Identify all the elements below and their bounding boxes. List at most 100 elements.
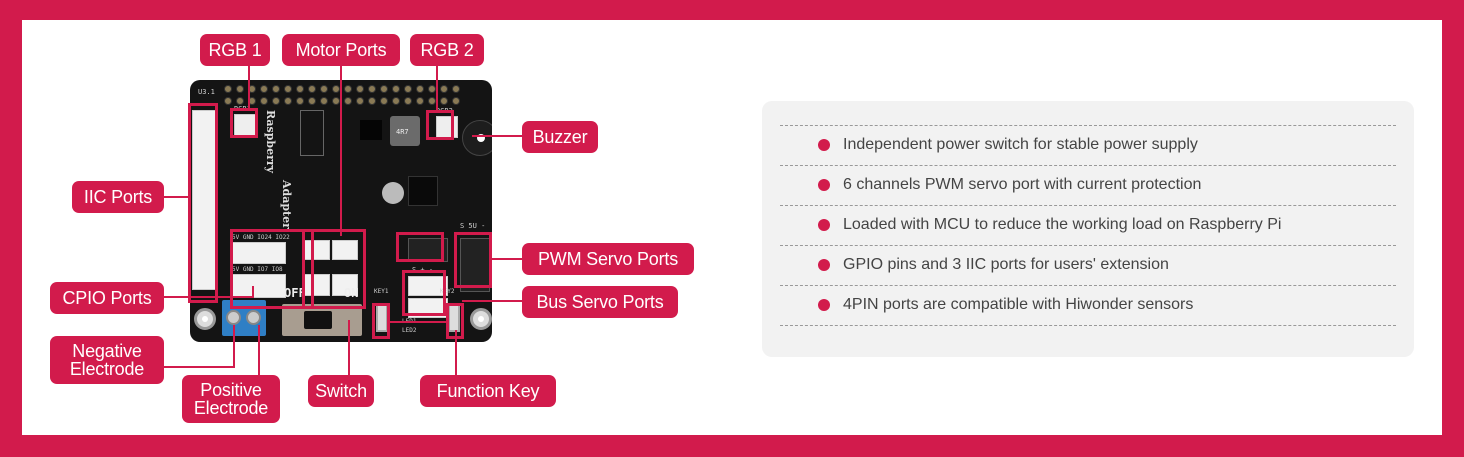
feature-item: Loaded with MCU to reduce the working lo… [818, 214, 1281, 236]
uart-header [300, 110, 324, 156]
gpio-pin [428, 97, 436, 105]
feature-text: Independent power switch for stable powe… [843, 136, 1198, 153]
iic-highlight [188, 103, 218, 303]
gpio-pin [452, 85, 460, 93]
gpio-pin [416, 85, 424, 93]
feature-item: 6 channels PWM servo port with current p… [818, 174, 1201, 196]
gpio-pin [296, 97, 304, 105]
gpio-pin [440, 97, 448, 105]
gpio-pin [260, 97, 268, 105]
rgb1-highlight [230, 108, 258, 138]
servo-header-silk: S 5U - [460, 222, 486, 230]
bullet-icon [818, 219, 830, 231]
callout-positive-line2: Electrode [193, 398, 269, 418]
led2-silk: LED2 [402, 327, 417, 334]
bus-servo-connector-1 [408, 276, 448, 296]
gpio-pin [392, 97, 400, 105]
gpio-pin [236, 97, 244, 105]
callout-pwm-servo-ports: PWM Servo Ports [522, 243, 694, 275]
gpio-pin [380, 97, 388, 105]
gpio-pin [368, 97, 376, 105]
gpio-pin [308, 85, 316, 93]
bullet-icon [818, 259, 830, 271]
callout-function-key: Function Key [420, 375, 556, 407]
divider [780, 245, 1396, 246]
iic-connector-strip [192, 110, 218, 290]
callout-negative-line1: Negative [72, 341, 142, 361]
gpio-pin [344, 97, 352, 105]
board-title-line2: Adapter [280, 180, 293, 229]
motor-connector-m4 [332, 274, 358, 296]
gpio-pin [332, 85, 340, 93]
gpio-pin [392, 85, 400, 93]
key1-silk: KEY1 [374, 288, 389, 295]
callout-positive-line1: Positive [200, 380, 262, 400]
divider [780, 165, 1396, 166]
rgb2-highlight [426, 110, 454, 140]
pwm-highlight-a [396, 232, 444, 262]
callout-negative-line2: Electrode [69, 359, 145, 379]
switch-off-silk: OFF [284, 286, 306, 300]
callout-switch: Switch [308, 375, 374, 407]
board-title-line1: Raspberry [264, 110, 277, 174]
callout-buzzer: Buzzer [522, 121, 598, 153]
switch-on-silk: ON [344, 286, 359, 300]
gpio-pin [404, 97, 412, 105]
gpio-pin [224, 97, 232, 105]
inductor [390, 116, 420, 146]
gpio-pin [308, 97, 316, 105]
mcu-chip [408, 176, 438, 206]
gpio-pin [284, 97, 292, 105]
gpio-pin [260, 85, 268, 93]
feature-text: 4PIN ports are compatible with Hiwonder … [843, 296, 1194, 313]
feature-text: GPIO pins and 3 IIC ports for users' ext… [843, 256, 1169, 273]
gpio-highlight [230, 229, 314, 309]
bus-highlight [402, 270, 446, 316]
motor-connector-m2 [332, 240, 358, 260]
key2-silk: KEY2 [440, 288, 455, 295]
motor-highlight [302, 229, 366, 309]
buzzer [462, 120, 492, 156]
divider [780, 285, 1396, 286]
mounting-hole-left [194, 308, 216, 330]
gpio-pin [356, 85, 364, 93]
gpio-row1-silk: 5V GND IO24 IO22 [232, 234, 290, 241]
gpio-pin [428, 85, 436, 93]
inductor-label: 4R7 [396, 128, 409, 136]
gpio-pin [284, 85, 292, 93]
callout-negative-electrode: Negative Electrode [50, 336, 164, 384]
gpio-pin [224, 85, 232, 93]
feature-text: Loaded with MCU to reduce the working lo… [843, 216, 1282, 233]
gpio-pin [368, 85, 376, 93]
feature-item: GPIO pins and 3 IIC ports for users' ext… [818, 254, 1169, 276]
gpio-pin [356, 97, 364, 105]
feature-item: Independent power switch for stable powe… [818, 134, 1198, 156]
diagram-canvas: U3.1 RGB1 Raspberry Adapter 4R7 RGB2 5V … [22, 20, 1442, 435]
bullet-icon [818, 299, 830, 311]
gpio-pin [380, 85, 388, 93]
gpio-pin [440, 85, 448, 93]
callout-gpio-ports: CPIO Ports [50, 282, 164, 314]
callout-rgb2: RGB 2 [410, 34, 484, 66]
callout-bus-servo-ports: Bus Servo Ports [522, 286, 678, 318]
divider [780, 125, 1396, 126]
gpio-header [224, 85, 464, 109]
gpio-pin [296, 85, 304, 93]
gpio-pin [236, 85, 244, 93]
gpio-pin [452, 97, 460, 105]
gpio-pin [272, 85, 280, 93]
feature-item: 4PIN ports are compatible with Hiwonder … [818, 294, 1193, 316]
bullet-icon [818, 179, 830, 191]
callout-rgb1: RGB 1 [200, 34, 270, 66]
divider [780, 205, 1396, 206]
gpio-pin [344, 85, 352, 93]
board-version: U3.1 [198, 88, 215, 96]
gpio-pin [320, 97, 328, 105]
gpio-pin [404, 85, 412, 93]
gpio-pin [332, 97, 340, 105]
capacitor [382, 182, 404, 204]
regulator-chip [360, 120, 382, 140]
gpio-pin [416, 97, 424, 105]
gpio-row2-silk: 5V GND IO7 IO8 [232, 266, 283, 273]
mounting-hole-right [470, 308, 492, 330]
